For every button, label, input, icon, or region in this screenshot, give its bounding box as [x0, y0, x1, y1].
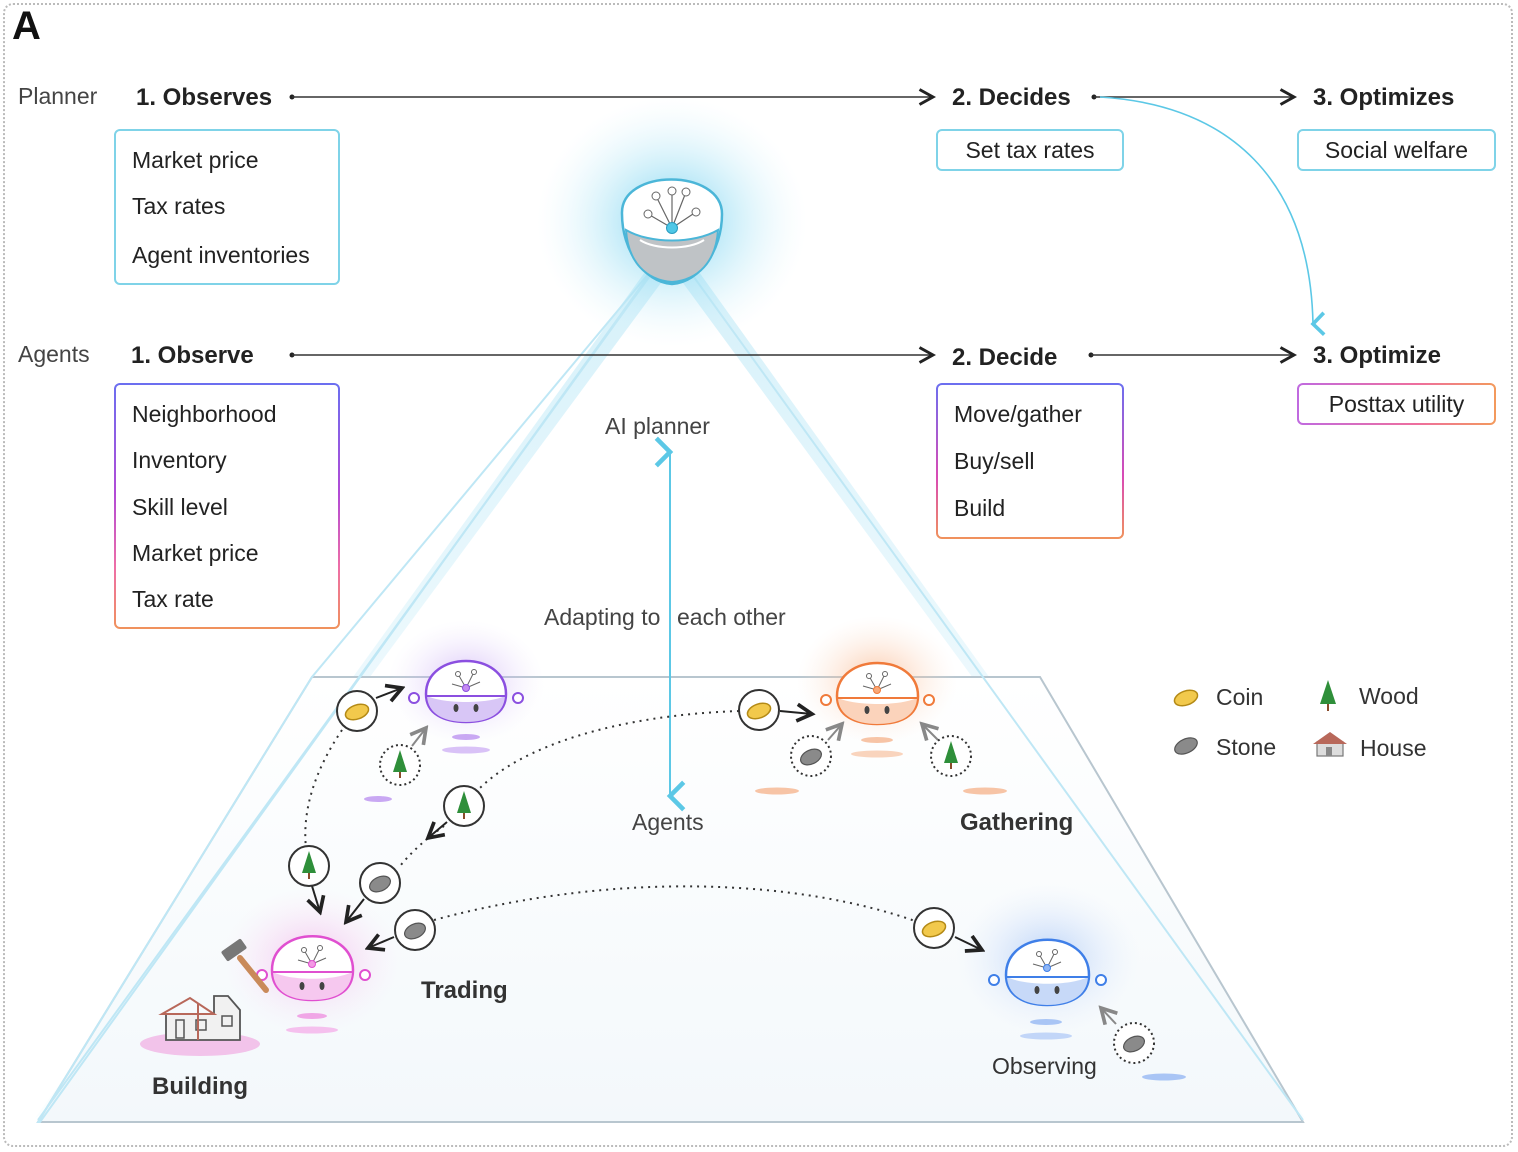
- agent-observation-item: Skill level: [132, 494, 228, 520]
- ai-planner-icon: [620, 178, 724, 286]
- figure-frame: [3, 3, 1513, 1147]
- legend-wood-label: Wood: [1359, 683, 1419, 709]
- agent-magenta-icon: [256, 935, 371, 1002]
- trade-paths: [304, 710, 919, 923]
- legend-wood-icon: [1320, 680, 1336, 711]
- planner-row-label: Planner: [18, 83, 98, 109]
- agent-objective-box: Posttax utility: [1297, 383, 1496, 425]
- agents-row-label: Agents: [18, 341, 90, 367]
- agent-observation-item: Neighborhood: [132, 401, 277, 427]
- legend-stone-icon: [1174, 737, 1198, 755]
- observing-label: Observing: [992, 1053, 1097, 1079]
- agent-actions-box: Move/gather Buy/sell Build: [936, 383, 1124, 539]
- agent-observation-item: Tax rate: [132, 586, 214, 612]
- legend-stone-label: Stone: [1216, 734, 1277, 760]
- planner-flow-arrows: [289, 95, 1295, 100]
- stone-token-icon: [790, 735, 832, 777]
- adapting-label-right: each other: [677, 604, 786, 630]
- coin-token-icon: [336, 690, 378, 732]
- agents-optimize-title: 3. Optimize: [1313, 342, 1442, 369]
- agent-action-item: Move/gather: [954, 401, 1082, 427]
- planner-observes-title: 1. Observes: [136, 84, 273, 111]
- planner-observations-box: Market price Tax rates Agent inventories: [114, 129, 340, 285]
- agent-observation-item: Market price: [132, 540, 259, 566]
- tax-to-utility-arrow: [1099, 96, 1326, 337]
- planner-observation-item: Market price: [132, 147, 259, 173]
- trading-label: Trading: [421, 977, 508, 1004]
- gathering-label: Gathering: [960, 809, 1074, 836]
- adapting-label-left: Adapting to: [544, 604, 661, 630]
- wood-token-icon: [443, 785, 485, 827]
- stone-token-icon: [1113, 1022, 1155, 1064]
- wood-token-icon: [930, 735, 972, 777]
- coin-token-icon: [738, 689, 780, 731]
- planner-observation-item: Agent inventories: [132, 242, 310, 268]
- hammer-icon: [221, 938, 269, 993]
- building-label: Building: [152, 1073, 248, 1100]
- legend-house-icon: [1313, 732, 1347, 757]
- wood-token-icon: [288, 845, 330, 887]
- planner-optimizes-title: 3. Optimizes: [1313, 84, 1455, 111]
- agent-observations-box: Neighborhood Inventory Skill level Marke…: [114, 383, 340, 629]
- coin-token-icon: [913, 907, 955, 949]
- planner-action-box: Set tax rates: [936, 129, 1124, 171]
- agents-scene-label: Agents: [632, 809, 704, 835]
- legend-coin-label: Coin: [1216, 684, 1264, 710]
- agents-decide-title: 2. Decide: [952, 344, 1058, 371]
- house-under-construction-icon: [158, 995, 241, 1041]
- planner-decides-title: 2. Decides: [952, 84, 1071, 111]
- panel-letter: A: [12, 4, 41, 48]
- pyramid-beam-left-face: [36, 259, 661, 1123]
- agent-action-item: Build: [954, 495, 1006, 521]
- agent-blue-icon: [988, 938, 1107, 1007]
- planner-observation-item: Tax rates: [132, 193, 226, 219]
- agent-purple-icon: [408, 659, 524, 724]
- ai-planner-label: AI planner: [605, 413, 710, 439]
- wood-token-icon: [379, 744, 421, 786]
- planner-objective-box: Social welfare: [1297, 129, 1496, 171]
- legend-house-label: House: [1360, 735, 1427, 761]
- agent-orange-icon: [820, 661, 935, 726]
- stone-token-icon: [394, 909, 436, 951]
- agents-flow-arrows: [289, 353, 1295, 358]
- agents-observe-title: 1. Observe: [131, 342, 254, 369]
- stone-token-icon: [359, 862, 401, 904]
- agent-action-item: Buy/sell: [954, 448, 1035, 474]
- legend-coin-icon: [1173, 689, 1199, 707]
- agent-observation-item: Inventory: [132, 447, 227, 473]
